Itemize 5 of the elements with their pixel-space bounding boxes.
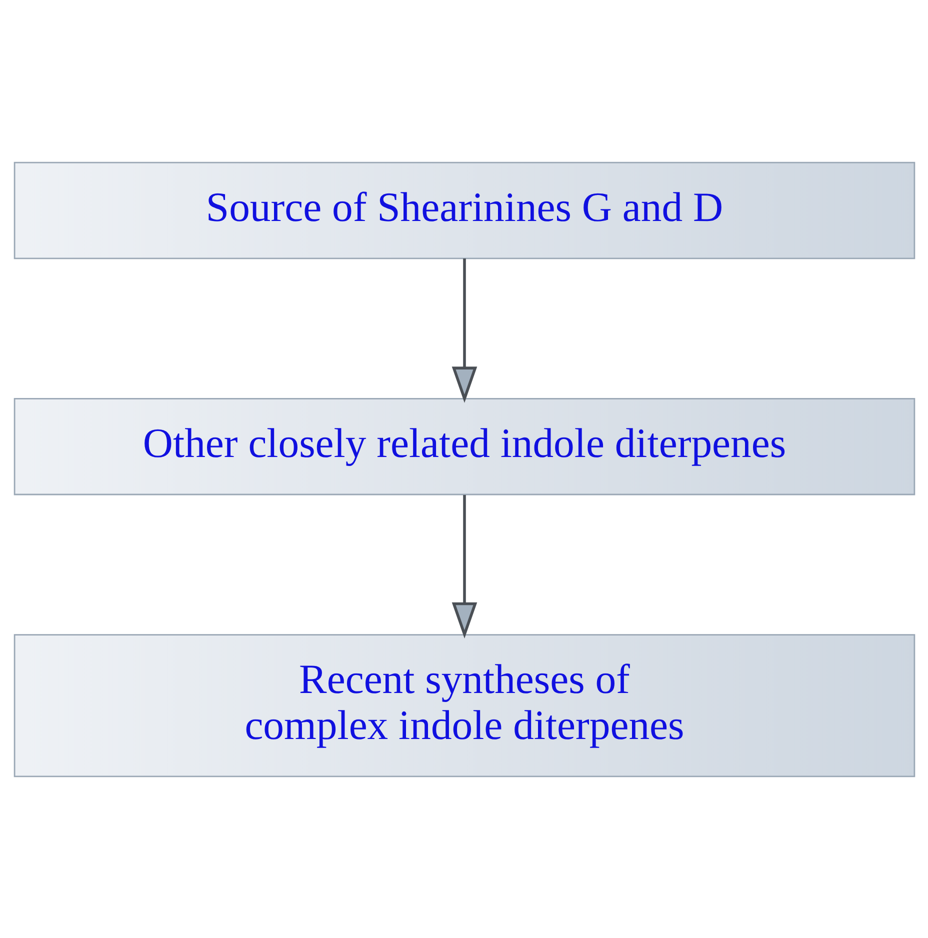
node-box: Recent syntheses of complex indole diterpenes [13, 634, 915, 777]
node-box: Other closely related indole diterpenes [13, 397, 915, 495]
arrow [451, 494, 477, 638]
arrow [451, 258, 477, 402]
node-box: Source of Shearinines G and D [13, 161, 915, 259]
